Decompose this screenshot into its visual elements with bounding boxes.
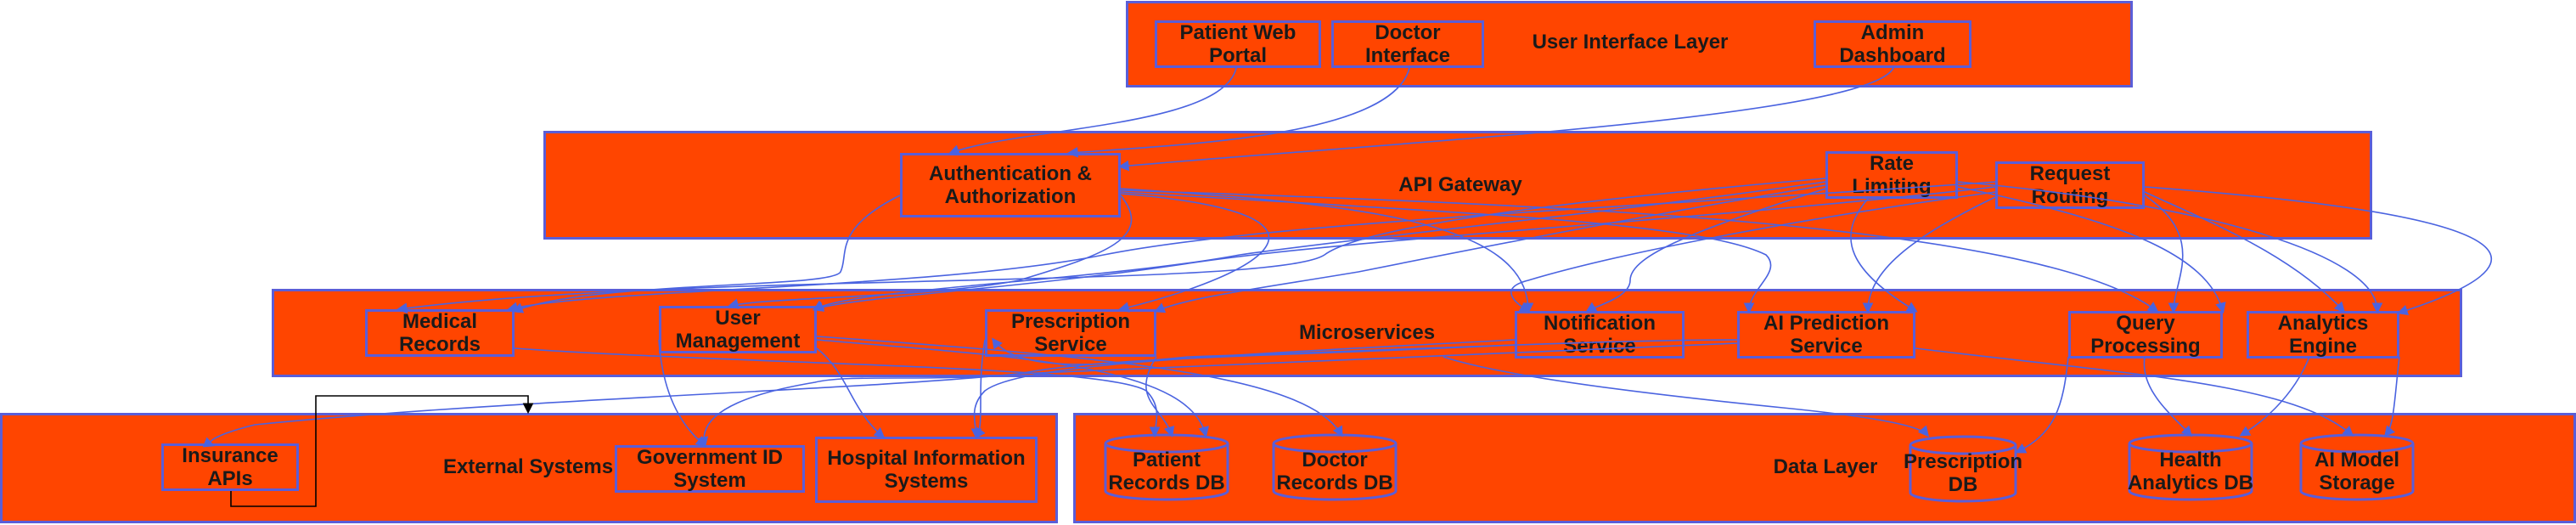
database-cylinder-icon xyxy=(2299,433,2415,501)
node-hospital-information-systems[interactable]: Hospital Information Systems xyxy=(815,437,1038,503)
edge xyxy=(506,181,1996,313)
layer-label-api-gateway: API Gateway xyxy=(1398,173,1522,196)
edge xyxy=(1145,356,1175,438)
edge xyxy=(816,336,1343,438)
edge xyxy=(514,347,1161,438)
edge xyxy=(1120,188,1534,314)
edge xyxy=(1862,196,1996,314)
db-label: Doctor Records DB xyxy=(1276,449,1393,494)
node-query-processing[interactable]: Query Processing xyxy=(2068,311,2223,358)
node-government-id-system[interactable]: Government ID System xyxy=(615,445,805,493)
edge xyxy=(992,337,1738,365)
edge xyxy=(1585,188,1826,313)
edge xyxy=(2144,186,2492,316)
node-patient-records-db[interactable]: Patient Records DB xyxy=(1104,433,1229,501)
database-cylinder-icon xyxy=(1909,435,2017,503)
edge xyxy=(1850,198,1918,313)
node-authentication-authorization[interactable]: Authentication & Authorization xyxy=(900,153,1121,217)
node-doctor-interface[interactable]: Doctor Interface xyxy=(1331,20,1484,68)
node-health-analytics-db[interactable]: Health Analytics DB xyxy=(2128,433,2253,501)
layer-label-user-interface: User Interface Layer xyxy=(1532,31,1729,54)
edge xyxy=(1915,347,2354,438)
edge xyxy=(2144,191,2346,313)
edge xyxy=(2383,356,2400,438)
layer-label-data: Data Layer xyxy=(1773,455,1878,478)
edge xyxy=(816,347,886,439)
edge xyxy=(1443,356,1930,438)
db-label: Health Analytics DB xyxy=(2127,449,2254,494)
layer-user-interface xyxy=(1126,1,2133,88)
db-label: AI Model Storage xyxy=(2314,449,2399,494)
edge xyxy=(948,67,1237,155)
edge xyxy=(1957,181,2383,314)
node-notification-service[interactable]: Notification Service xyxy=(1515,311,1685,358)
edge xyxy=(1120,191,1772,314)
edge xyxy=(230,395,534,507)
edge xyxy=(812,186,1996,312)
edge xyxy=(813,181,1826,311)
node-ai-model-storage[interactable]: AI Model Storage xyxy=(2299,433,2415,501)
edge xyxy=(1957,186,2226,314)
node-admin-dashboard[interactable]: Admin Dashboard xyxy=(1814,20,1971,68)
edge xyxy=(512,195,901,313)
edge xyxy=(1154,184,1826,313)
edge xyxy=(697,342,1738,449)
edge xyxy=(2143,356,2193,438)
node-prescription-db[interactable]: Prescription DB xyxy=(1904,435,2022,503)
edge xyxy=(970,339,1516,440)
layer-api-gateway xyxy=(543,131,2372,240)
edge xyxy=(1510,191,1996,313)
db-label: Prescription DB xyxy=(1903,450,2023,496)
node-ai-prediction-service[interactable]: AI Prediction Service xyxy=(1737,311,1915,358)
edge xyxy=(1120,189,2159,313)
node-prescription-service[interactable]: Prescription Service xyxy=(985,309,1156,357)
edge xyxy=(1117,193,1270,313)
db-label: Patient Records DB xyxy=(1108,449,1225,494)
node-insurance-apis[interactable]: Insurance APIs xyxy=(161,443,299,491)
edge xyxy=(2239,356,2310,437)
edge xyxy=(1117,67,1894,172)
database-cylinder-icon xyxy=(2128,433,2253,501)
edge xyxy=(202,344,1516,448)
layer-label-microservices: Microservices xyxy=(1298,321,1436,344)
layer-label-external-systems: External Systems xyxy=(442,455,614,478)
edge xyxy=(396,178,1826,314)
edge xyxy=(2144,195,2184,314)
edge xyxy=(975,339,986,439)
edge xyxy=(2015,356,2069,454)
edge xyxy=(1066,67,1410,158)
layer-microservices xyxy=(272,289,2462,377)
node-patient-web-portal[interactable]: Patient Web Portal xyxy=(1155,20,1321,68)
edge xyxy=(658,339,707,448)
node-analytics-engine[interactable]: Analytics Engine xyxy=(2247,311,2399,358)
node-medical-records[interactable]: Medical Records xyxy=(365,309,515,357)
